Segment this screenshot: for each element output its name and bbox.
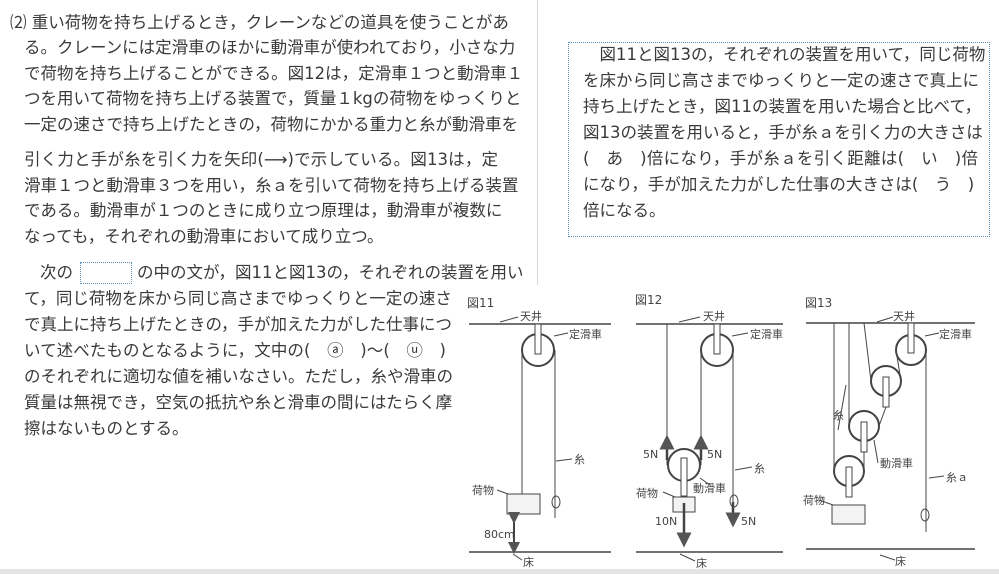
label-load: 荷物 xyxy=(803,493,825,507)
label-load: 荷物 xyxy=(472,483,494,497)
load-box xyxy=(831,504,866,525)
column-divider xyxy=(537,0,538,285)
question-line: なっても，それぞれの動滑車において成り立つ。 xyxy=(24,227,384,246)
label-ceiling: 天井 xyxy=(703,309,725,323)
label-height: 80cm xyxy=(484,528,515,541)
figure-12-title: 図12 xyxy=(635,293,662,307)
load-box xyxy=(506,493,541,515)
figure-12 xyxy=(636,316,783,562)
box-line: を床から同じ高さまでゆっくりと一定の速さで真上に xyxy=(583,71,979,90)
question-line: である。動滑車が１つのときに成り立つ原理は，動滑車が複数に xyxy=(24,201,503,220)
box-line: ( あ )倍になり，手が糸ａを引く距離は( い )倍 xyxy=(583,149,978,168)
figure-11-title: 図11 xyxy=(467,296,494,310)
label-floor: 床 xyxy=(523,555,534,569)
label-ceiling: 天井 xyxy=(893,309,915,323)
figure-13-title: 図13 xyxy=(805,296,832,310)
label-force-right: 5N xyxy=(707,448,722,461)
label-floor: 床 xyxy=(895,554,906,568)
label-ceiling: 天井 xyxy=(520,309,542,323)
label-hand-force: 5N xyxy=(741,515,756,528)
pulley-mount xyxy=(534,323,542,355)
label-fixed-pulley: 定滑車 xyxy=(750,327,783,341)
label-string: 糸 xyxy=(574,453,585,466)
label-fixed-pulley: 定滑車 xyxy=(939,327,972,341)
hand-icon xyxy=(551,495,561,509)
bottom-scroll-edge xyxy=(0,569,999,574)
box-line: 図11と図13の，それぞれの装置を用いて，同じ荷物 xyxy=(583,45,986,64)
instruction-suffix: の中の文が，図11と図13の，それぞれの装置を用い xyxy=(137,263,524,282)
question-line: つを用いて荷物を持ち上げる装置で，質量１kgの荷物をゆっくりと xyxy=(24,89,522,108)
instruction-prefix: 次の xyxy=(40,263,73,282)
question-line: ⑵ 重い荷物を持ち上げるとき，クレーンなどの道具を使うことがあ xyxy=(10,13,509,32)
question-line: 一定の速さで持ち上げたときの，荷物にかかる重力と糸が動滑車を xyxy=(24,115,519,134)
box-line: 図13の装置を用いると，手が糸ａを引く力の大きさは xyxy=(583,123,983,142)
hand-icon xyxy=(920,508,930,522)
instruction-line: で真上に持ち上げたときの，手が加えた力がした仕事につ xyxy=(24,315,453,334)
question-line: 引く力と手が糸を引く力を矢印(⟶)で示している。図13は，定 xyxy=(24,150,498,169)
box-line: 持ち上げたとき，図11の装置を用いた場合と比べて， xyxy=(583,97,982,116)
label-fixed-pulley: 定滑車 xyxy=(569,327,602,341)
label-gravity: 10N xyxy=(655,515,677,528)
instruction-line: て，同じ荷物を床から同じ高さまでゆっくりと一定の速さ xyxy=(24,289,452,308)
question-line: で荷物を持ち上げることができる。図12は，定滑車１つと動滑車１ xyxy=(24,64,524,83)
label-load: 荷物 xyxy=(636,486,658,500)
fill-in-sentence-box xyxy=(568,42,990,237)
question-line: 滑車１つと動滑車３つを用い，糸ａを引いて荷物を持ち上げる装置 xyxy=(24,176,519,195)
label-string: 糸 xyxy=(754,462,765,475)
label-string-a: 糸ａ xyxy=(946,471,968,484)
answer-box-reference xyxy=(80,262,132,284)
hand-icon xyxy=(729,494,739,508)
label-string: 糸 xyxy=(833,409,844,422)
question-line: る。クレーンには定滑車のほかに動滑車が使われており，小さな力 xyxy=(24,38,516,57)
label-floor: 床 xyxy=(696,556,707,570)
figure-13 xyxy=(806,316,975,561)
label-moving-pulley: 動滑車 xyxy=(693,481,726,495)
label-moving-pulley: 動滑車 xyxy=(880,456,913,470)
instruction-line: いて述べたものとなるように，文中の( ⓐ )～( ⓤ ) xyxy=(24,341,446,360)
figure-11 xyxy=(469,316,611,561)
instruction-line: 擦はないものとする。 xyxy=(24,419,189,438)
box-line: になり，手が加えた力がした仕事の大きさは( う ) xyxy=(583,175,975,194)
label-force-left: 5N xyxy=(643,448,658,461)
instruction-line: 質量は無視でき，空気の抵抗や糸と滑車の間にはたらく摩 xyxy=(24,393,453,412)
box-line: 倍になる。 xyxy=(583,201,666,220)
instruction-line: のそれぞれに適切な値を補いなさい。ただし，糸や滑車の xyxy=(24,367,453,386)
